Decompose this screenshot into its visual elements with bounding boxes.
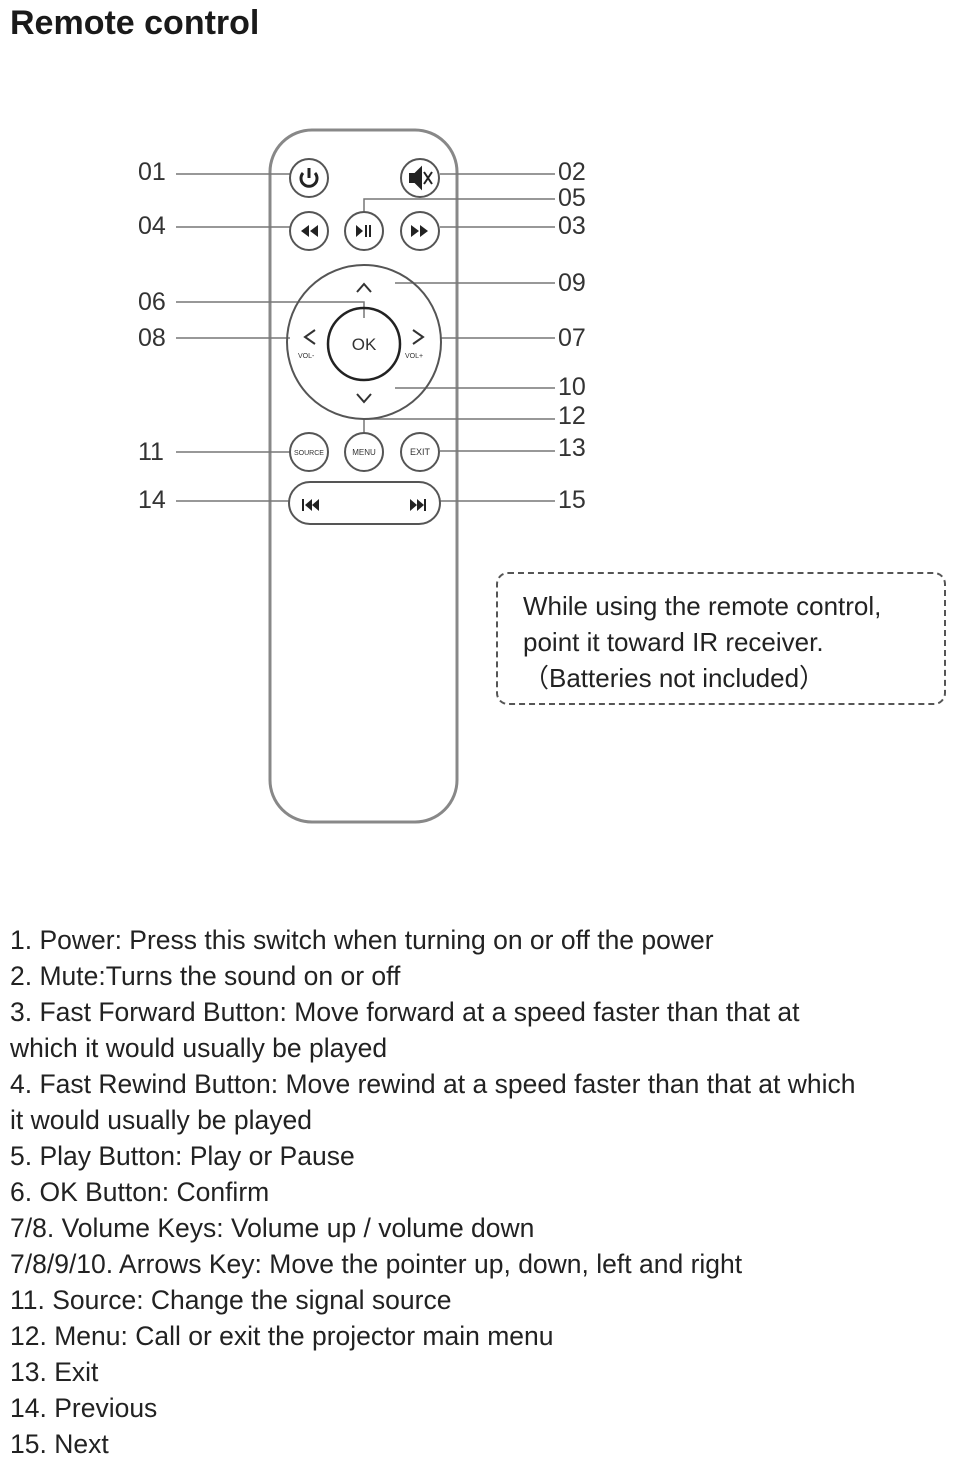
callout-09: 09: [558, 269, 586, 297]
callout-12: 12: [558, 402, 586, 430]
page-title: Remote control: [10, 4, 260, 42]
description-line: 12. Menu: Call or exit the projector mai…: [10, 1321, 554, 1351]
note-line: point it toward IR receiver.: [523, 627, 824, 657]
button-descriptions: 1. Power: Press this switch when turning…: [10, 922, 950, 1462]
description-line: 14. Previous: [10, 1393, 158, 1423]
fast-forward-icon: [411, 225, 428, 237]
down-arrow-button[interactable]: [356, 393, 372, 404]
callout-03: 03: [558, 212, 586, 240]
callout-08: 08: [138, 324, 166, 352]
power-button[interactable]: [289, 158, 329, 198]
play-pause-button[interactable]: [344, 211, 384, 251]
callout-10: 10: [558, 373, 586, 401]
right-arrow-button[interactable]: [412, 329, 425, 345]
callout-15: 15: [558, 486, 586, 514]
fast-forward-button[interactable]: [400, 211, 440, 251]
description-line: 4. Fast Rewind Button: Move rewind at a …: [10, 1069, 856, 1099]
callout-13: 13: [558, 434, 586, 462]
exit-button[interactable]: EXIT: [400, 432, 440, 472]
description-line: 1. Power: Press this switch when turning…: [10, 925, 714, 955]
description-line: 11. Source: Change the signal source: [10, 1285, 452, 1315]
next-button[interactable]: [410, 499, 426, 511]
description-line: 13. Exit: [10, 1357, 99, 1387]
callout-02: 02: [558, 158, 586, 186]
mute-button[interactable]: [400, 158, 440, 198]
ok-label: OK: [352, 335, 377, 354]
menu-label: MENU: [352, 448, 376, 457]
description-line: 3. Fast Forward Button: Move forward at …: [10, 997, 800, 1027]
callout-11: 11: [138, 438, 164, 466]
description-line: 6. OK Button: Confirm: [10, 1177, 270, 1207]
note-line: While using the remote control,: [523, 591, 882, 621]
mute-icon: [409, 165, 433, 191]
note-line: （Batteries not included）: [523, 663, 826, 693]
prev-next-rocker: [288, 481, 441, 525]
dpad-ring: [286, 264, 442, 420]
up-arrow-button[interactable]: [356, 282, 372, 293]
remote-body: [268, 128, 459, 824]
callout-14: 14: [138, 486, 166, 514]
vol-plus-label: VOL+: [405, 353, 423, 360]
source-label: SOURCE: [294, 450, 324, 457]
power-icon: [299, 168, 319, 188]
vol-minus-label: VOL-: [298, 353, 315, 360]
description-line: 5. Play Button: Play or Pause: [10, 1141, 355, 1171]
callout-06: 06: [138, 288, 166, 316]
remote-diagram: VOL- VOL+ OK SOURCE MENU EXIT: [176, 128, 555, 824]
callout-05: 05: [558, 184, 586, 212]
source-button[interactable]: SOURCE: [289, 432, 329, 472]
play-pause-icon: [356, 225, 371, 237]
exit-label: EXIT: [410, 447, 431, 457]
rewind-button[interactable]: [289, 211, 329, 251]
description-line: it would usually be played: [10, 1105, 312, 1135]
description-line: 7/8/9/10. Arrows Key: Move the pointer u…: [10, 1249, 743, 1279]
description-line: 7/8. Volume Keys: Volume up / volume dow…: [10, 1213, 535, 1243]
callout-04: 04: [138, 212, 166, 240]
previous-button[interactable]: [302, 499, 319, 511]
rewind-icon: [301, 225, 318, 237]
callout-01: 01: [138, 158, 166, 186]
description-line: 2. Mute:Turns the sound on or off: [10, 961, 401, 991]
usage-note: While using the remote control, point it…: [496, 572, 946, 705]
callout-07: 07: [558, 324, 586, 352]
description-line: which it would usually be played: [10, 1033, 388, 1063]
description-line: 15. Next: [10, 1429, 109, 1459]
left-arrow-button[interactable]: [303, 329, 316, 345]
ok-button[interactable]: OK: [326, 306, 402, 382]
menu-button[interactable]: MENU: [344, 432, 384, 472]
